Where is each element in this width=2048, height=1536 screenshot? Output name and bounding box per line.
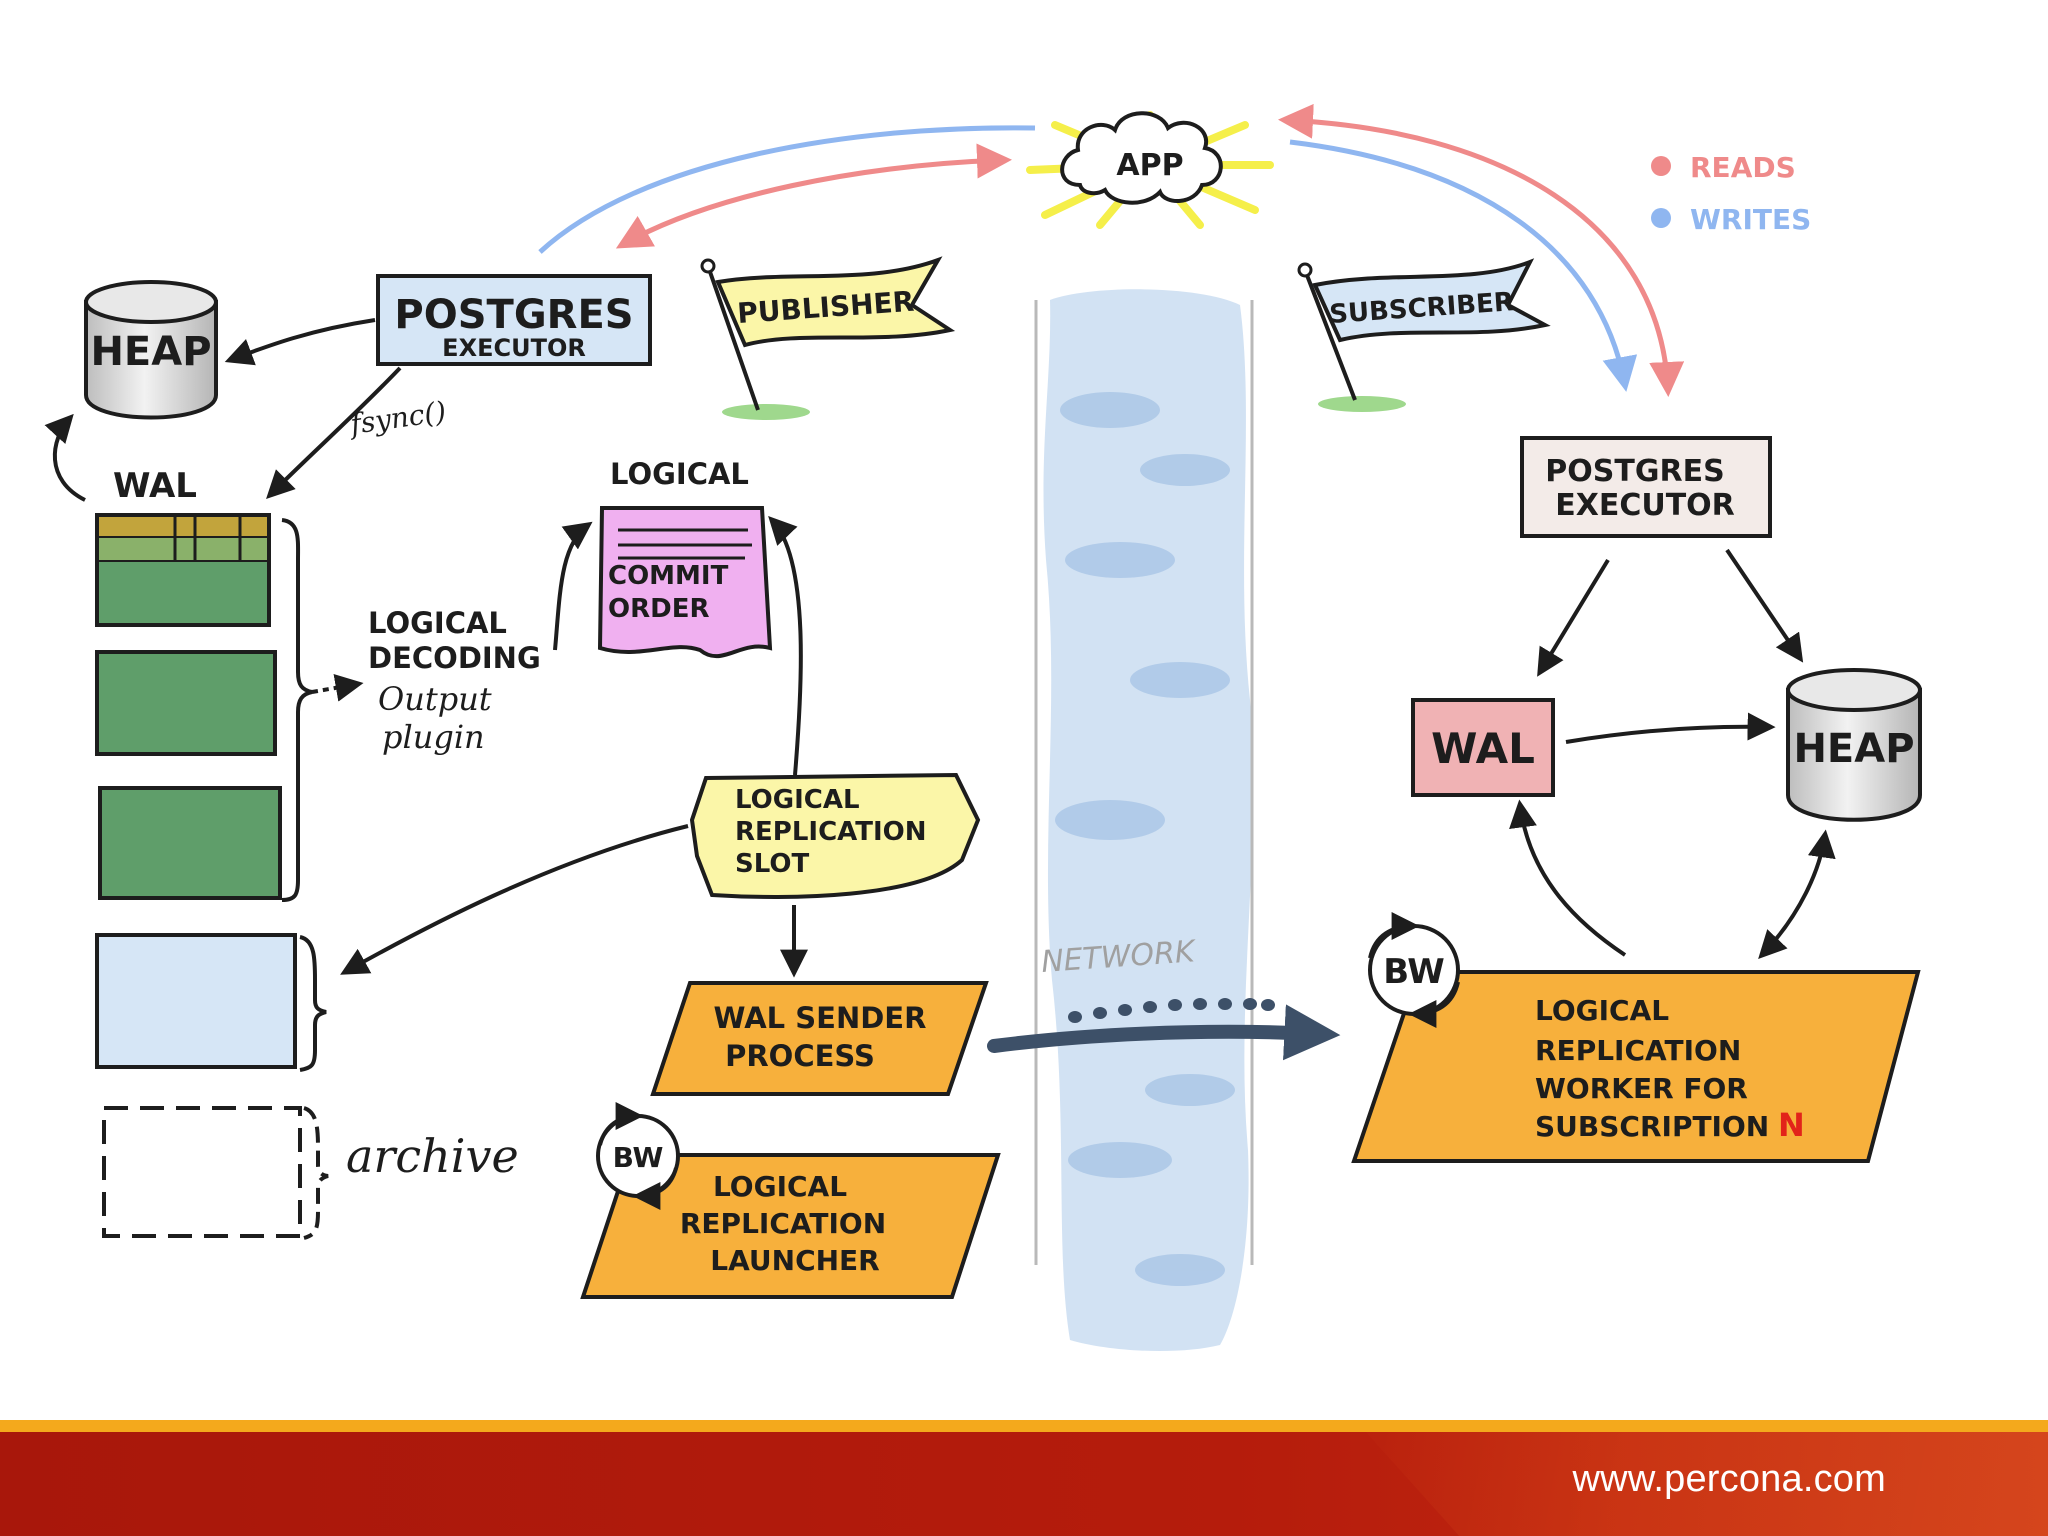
app-label: APP xyxy=(1116,148,1183,183)
plugin-line1: Output xyxy=(378,680,492,718)
writes-dot xyxy=(1651,208,1671,228)
publisher-flag-cloth xyxy=(715,256,956,348)
decoding-to-commit-arrow xyxy=(553,521,593,651)
subscriber-wal: WAL xyxy=(1411,698,1555,797)
sender-line1: WAL SENDER xyxy=(714,1001,927,1035)
launcher-shape xyxy=(580,1153,1001,1299)
worker-to-wal-arrow xyxy=(1509,799,1627,957)
wal-archive-brace xyxy=(303,1106,329,1240)
writes-label: WRITES xyxy=(1690,203,1811,236)
worker-shape xyxy=(1351,970,1921,1163)
subscriber-flag-pole xyxy=(1303,269,1357,401)
subscriber-flag-cloth xyxy=(1312,258,1551,343)
legend: READS WRITES xyxy=(1651,151,1811,236)
subscriber-executor-line2: EXECUTOR xyxy=(1555,488,1735,523)
subscriber-read-arc xyxy=(1278,103,1685,397)
publisher-wal-segments xyxy=(95,513,329,1240)
publisher-executor-line1: POSTGRES xyxy=(394,292,633,338)
subscriber-heap-label: HEAP xyxy=(1793,726,1914,772)
commit-line1: COMMIT xyxy=(608,561,729,591)
commit-line2: ORDER xyxy=(608,594,710,624)
network-stream-arrow xyxy=(987,1004,1341,1061)
network-stream xyxy=(987,998,1341,1061)
wal-archive-box xyxy=(102,1106,302,1238)
logical-label: LOGICAL xyxy=(610,457,749,491)
replication-launcher: LOGICAL REPLICATION LAUNCHER BW xyxy=(580,1102,1001,1299)
worker-line4: SUBSCRIPTION xyxy=(1535,1110,1769,1143)
wal-segment-4 xyxy=(95,933,297,1069)
subscriber-arrows xyxy=(1509,548,1836,960)
subscriber-wal-label: WAL xyxy=(1431,724,1535,773)
slot-line3: SLOT xyxy=(735,849,809,879)
publisher-heap-label: HEAP xyxy=(90,329,211,375)
executor-to-wal-arrow-sub xyxy=(1537,558,1610,677)
launcher-bw-badge: BW xyxy=(596,1102,680,1210)
publisher-executor-line2: EXECUTOR xyxy=(442,334,586,362)
app-cloud xyxy=(1060,111,1223,205)
fsync-label: fsync() xyxy=(346,395,448,441)
commit-order-doc: LOGICAL COMMIT ORDER xyxy=(597,457,773,658)
worker-line3: WORKER FOR xyxy=(1535,1072,1748,1105)
archive-label: archive xyxy=(346,1129,519,1183)
wal-green-brace xyxy=(281,518,313,902)
subscriber-heap: HEAP xyxy=(1786,668,1922,822)
worker-bw-label: BW xyxy=(1383,952,1445,992)
publisher-write-arc xyxy=(538,125,1036,254)
subscriber-flag: SUBSCRIBER xyxy=(1297,258,1551,412)
slot-line2: REPLICATION xyxy=(735,817,927,847)
publisher-heap: HEAP xyxy=(84,280,218,420)
publisher-arrows xyxy=(44,318,402,502)
footer-shade xyxy=(1365,1432,2048,1536)
wal-to-heap-arrow xyxy=(44,413,86,502)
publisher-executor: POSTGRES EXECUTOR xyxy=(376,274,652,366)
subscriber-flag-grass xyxy=(1318,396,1406,412)
executor-to-heap-arrow-sub xyxy=(1725,548,1804,663)
slot-line1: LOGICAL xyxy=(735,785,860,815)
wal-to-heap-arrow-sub xyxy=(1565,712,1776,744)
worker-heap-arrow xyxy=(1758,829,1836,960)
publisher-flag-pole xyxy=(706,265,760,411)
publisher-read-arc xyxy=(615,143,1012,249)
wal-blue-brace xyxy=(299,935,327,1072)
footer-bar: www.percona.com xyxy=(0,1420,2048,1536)
slot-to-commit-arrow xyxy=(768,515,803,776)
decoding-line1: LOGICAL xyxy=(368,606,507,640)
launcher-line2: REPLICATION xyxy=(680,1207,886,1240)
worker-line2: REPLICATION xyxy=(1535,1034,1741,1067)
decoding-line2: DECODING xyxy=(368,641,541,675)
subscriber-executor: POSTGRES EXECUTOR xyxy=(1520,436,1772,538)
reads-dot xyxy=(1651,156,1671,176)
replication-slot: LOGICAL REPLICATION SLOT xyxy=(340,515,981,978)
network-strip: NETWORK xyxy=(1034,289,1254,1352)
publisher-wal-label: WAL xyxy=(113,466,197,506)
logical-decoding: LOGICAL DECODING Output plugin xyxy=(311,521,593,756)
executor-to-wal-arrow xyxy=(266,366,402,499)
footer-url[interactable]: www.percona.com xyxy=(1572,1458,1886,1500)
worker-n-label: N xyxy=(1778,1106,1805,1144)
plugin-line2: plugin xyxy=(382,718,485,756)
app-arcs xyxy=(538,103,1685,397)
slot-to-wal-arrow xyxy=(340,824,689,975)
publisher-flag: PUBLISHER xyxy=(700,256,956,420)
wal-sender: WAL SENDER PROCESS xyxy=(650,981,989,1096)
wal-sender-shape xyxy=(650,981,989,1096)
worker-bw-badge: BW xyxy=(1368,912,1460,1028)
wal-to-decoding-arrow xyxy=(311,674,364,702)
subscriber-write-arc xyxy=(1289,139,1638,392)
launcher-line3: LAUNCHER xyxy=(710,1244,880,1277)
replication-worker: LOGICAL REPLICATION WORKER FOR SUBSCRIPT… xyxy=(1351,912,1921,1163)
publisher-flag-grass xyxy=(722,404,810,420)
replication-slot-shape xyxy=(689,772,981,899)
subscriber-executor-line1: POSTGRES xyxy=(1545,454,1724,489)
executor-to-heap-arrow xyxy=(224,318,376,366)
wal-segment-3 xyxy=(98,786,282,900)
reads-label: READS xyxy=(1690,151,1796,184)
wal-segment-2 xyxy=(95,650,277,756)
launcher-line1: LOGICAL xyxy=(713,1170,847,1203)
worker-line1: LOGICAL xyxy=(1535,994,1669,1027)
sender-line2: PROCESS xyxy=(725,1039,875,1073)
launcher-bw-label: BW xyxy=(613,1141,664,1174)
app-node: APP xyxy=(1026,111,1274,229)
